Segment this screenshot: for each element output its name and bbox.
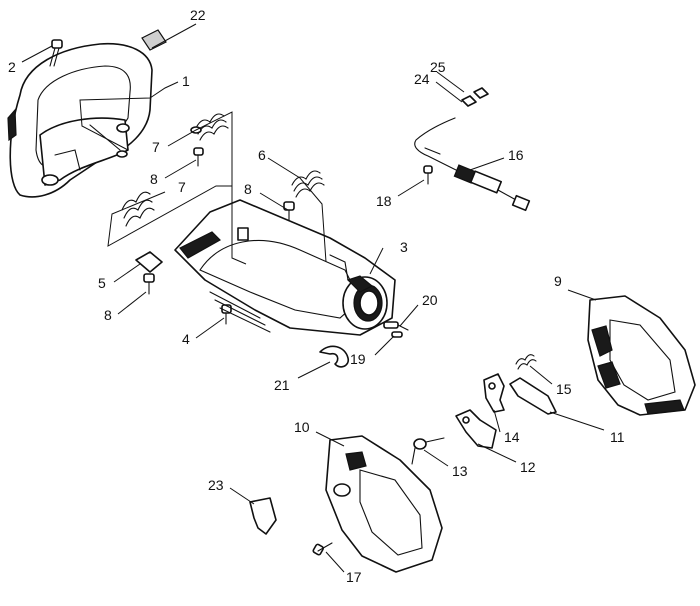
- screw-part-17: [312, 542, 333, 556]
- spring-part-6: [291, 170, 325, 198]
- label-part-18: 18: [376, 193, 392, 209]
- nut-part-25: [473, 87, 489, 99]
- label-part-24: 24: [414, 71, 430, 87]
- pin-part-19: [391, 331, 403, 338]
- label-part-6: 6: [258, 147, 266, 163]
- label-part-22: 22: [190, 7, 206, 23]
- leader-lines: [21, 23, 605, 573]
- spring-part-15: [515, 354, 537, 370]
- label-part-1: 1: [182, 73, 190, 89]
- nut-part-24: [461, 95, 477, 107]
- clip-plate-part: [135, 251, 163, 273]
- bolt-part-8a: [193, 147, 204, 167]
- label-part-7a: 7: [152, 139, 160, 155]
- torsion-spring-part: [411, 437, 445, 465]
- label-part-11: 11: [610, 429, 625, 445]
- bolt-part-8b: [283, 201, 295, 223]
- label-part-19: 19: [350, 351, 366, 367]
- label-part-7b: 7: [178, 179, 186, 195]
- label-part-8a: 8: [150, 171, 158, 187]
- main-housing-part: [174, 199, 396, 336]
- label-part-25: 25: [430, 59, 446, 75]
- handle-cover-part: [325, 435, 443, 573]
- label-part-2: 2: [8, 59, 16, 75]
- pin-part-20: [383, 321, 409, 331]
- label-part-9: 9: [554, 273, 562, 289]
- spring-part-7b: [121, 191, 155, 227]
- spring-part-7a: [195, 113, 229, 141]
- lever-part-11: [509, 377, 557, 415]
- label-part-3: 3: [400, 239, 408, 255]
- label-part-10: 10: [294, 419, 310, 435]
- bolt-part-8c: [143, 273, 155, 295]
- small-plate-part: [249, 497, 277, 535]
- front-handle-part: [7, 42, 153, 198]
- label-part-17: 17: [346, 569, 362, 585]
- label-part-14: 14: [504, 429, 520, 445]
- trigger-lockout-part: [483, 373, 505, 413]
- label-part-8b: 8: [244, 181, 252, 197]
- label-part-21: 21: [274, 377, 290, 393]
- circlip-part: [319, 345, 350, 368]
- label-part-16: 16: [508, 147, 524, 163]
- throttle-cable-part: [414, 117, 531, 212]
- label-part-12: 12: [520, 459, 536, 475]
- label-part-15: 15: [556, 381, 572, 397]
- bolt-part-2: [49, 39, 63, 67]
- throttle-trigger-part: [455, 409, 497, 449]
- label-part-8c: 8: [104, 307, 112, 323]
- rear-handle-part: [587, 295, 696, 416]
- part-number-labels: 22 2 1 7 8 7 6 8 3 5 8 4 20 19 21 25 24 …: [8, 7, 625, 585]
- label-part-5: 5: [98, 275, 106, 291]
- label-part-20: 20: [422, 292, 438, 308]
- label-part-4: 4: [182, 331, 190, 347]
- label-part-23: 23: [208, 477, 224, 493]
- screw-part-18: [423, 165, 433, 185]
- label-plate-part: [141, 29, 167, 51]
- label-part-13: 13: [452, 463, 468, 479]
